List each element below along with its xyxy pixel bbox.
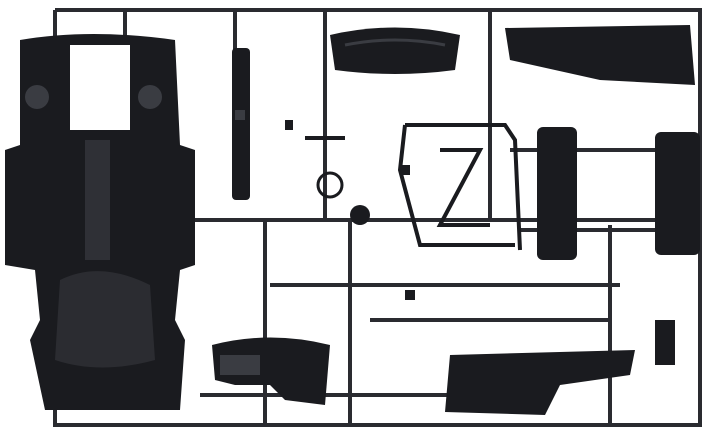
top-right-panel-part [505, 25, 695, 85]
top-seat-part [330, 27, 460, 74]
chassis-part [5, 34, 195, 410]
vertical-bar-part [232, 48, 250, 200]
roll-cage-part [305, 123, 522, 251]
steering-wheel-part [316, 171, 370, 225]
right-seat-parts [537, 127, 700, 260]
bottom-right-panel-part [445, 350, 635, 415]
bottom-seat-part [212, 337, 330, 405]
small-bracket-part [285, 120, 675, 365]
